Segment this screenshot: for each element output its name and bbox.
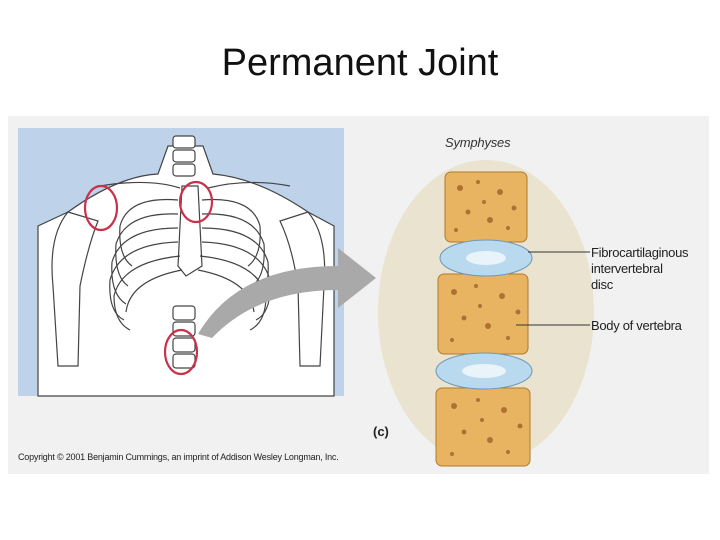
- vertebra-body: [437, 273, 529, 355]
- panel-title: Symphyses: [445, 135, 511, 150]
- label-line: intervertebral: [591, 261, 663, 276]
- panel-letter: (c): [373, 424, 389, 439]
- slide-title: Permanent Joint: [221, 42, 499, 84]
- joint-circle-markers: [83, 180, 214, 376]
- label-intervertebral-disc: Fibrocartilaginous intervertebral disc: [591, 245, 689, 293]
- disc-nucleus: [462, 364, 506, 378]
- disc-nucleus: [466, 251, 506, 265]
- inset-panel: [378, 160, 594, 467]
- label-line: Fibrocartilaginous: [591, 245, 689, 260]
- intervertebral-joint-marker: [163, 328, 199, 376]
- copyright-notice: Copyright © 2001 Benjamin Cummings, an i…: [18, 452, 339, 462]
- label-line: disc: [591, 277, 613, 292]
- label-body-of-vertebra: Body of vertebra: [591, 318, 682, 333]
- bone-texture: [450, 180, 523, 456]
- figure-illustration: [18, 128, 594, 467]
- skeleton-panel: [18, 128, 344, 397]
- pointer-arrow: [198, 248, 376, 338]
- anatomy-figure: Symphyses Fibrocartilaginous interverteb…: [8, 116, 709, 474]
- sternoclavicular-joint-marker: [178, 180, 214, 224]
- shoulder-joint-marker: [83, 184, 119, 232]
- skeleton-drawing: [37, 135, 335, 397]
